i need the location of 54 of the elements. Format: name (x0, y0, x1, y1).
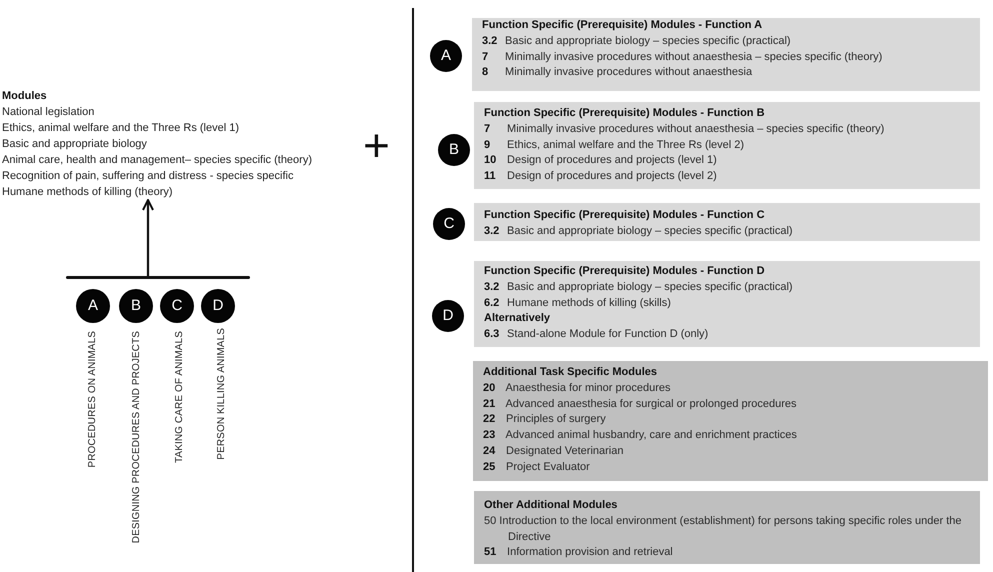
letter-badge: C (160, 289, 194, 323)
module-item: 7 Minimally invasive procedures without anaesthesia – species specific (theory) (482, 50, 884, 65)
panel-heading: Function Specific (Prerequisite) Modules - Function D (484, 264, 766, 279)
vertical-label: PERSON KILLING ANIMALS (216, 328, 227, 460)
module-item: 3.2 Basic and appropriate biology – species specific (practical) (484, 224, 794, 239)
module-panel (472, 18, 980, 91)
module-item: 21 Advanced anaesthesia for surgical or prolonged procedures (483, 396, 798, 412)
module-panel (474, 102, 980, 189)
letter-badge: A (430, 40, 462, 72)
module-item: 9 Ethics, animal welfare and the Three Rs (level 2) (484, 138, 746, 153)
subheading: Alternatively (484, 311, 552, 326)
module-item: 51 Information provision and retrieval (484, 545, 674, 560)
panel-heading: Other Additional Modules (484, 498, 618, 513)
module-panel (474, 491, 980, 564)
arrow (142, 199, 154, 276)
panel-heading: Function Specific (Prerequisite) Modules - Function A (482, 18, 764, 33)
module-item: 3.2 Basic and appropriate biology – species specific (practical) (484, 280, 794, 295)
module-panel (474, 261, 980, 347)
module-item: 50 Introduction to the local environment (establishment) for persons taking specific roles under the Directive (484, 514, 963, 545)
vertical-label: TAKING CARE OF ANIMALS (174, 331, 185, 464)
module-item: 10 Design of procedures and projects (level 1) (484, 153, 718, 168)
module-item: 8 Minimally invasive procedures without anaesthesia (482, 65, 754, 80)
module-panel (473, 361, 988, 481)
panel-heading: Function Specific (Prerequisite) Modules - Function B (484, 106, 766, 121)
letter-badge: B (438, 134, 470, 166)
module-item: Basic and appropriate biology (2, 137, 148, 152)
module-item: Humane methods of killing (theory) (2, 185, 174, 200)
plus-sign: + (363, 122, 390, 168)
module-item: 25 Project Evaluator (483, 460, 591, 475)
module-item: 6.3 Stand-alone Module for Function D (only) (484, 327, 710, 342)
vertical-label: DESIGNING PROCEDURES AND PROJECTS (131, 331, 142, 544)
module-panel (474, 203, 980, 241)
panel-heading: Additional Task Specific Modules (483, 365, 658, 380)
letter-badge: B (119, 289, 153, 323)
module-item: 24 Designated Veterinarian (483, 444, 624, 459)
module-item: 3.2 Basic and appropriate biology – species specific (practical) (482, 34, 792, 49)
letter-badge: A (76, 289, 110, 323)
module-item: 6.2 Humane methods of killing (skills) (484, 296, 672, 311)
panel-heading: Function Specific (Prerequisite) Modules - Function C (484, 208, 766, 223)
list-heading: Modules (2, 89, 48, 104)
module-item: Animal care, health and management– species specific (theory) (2, 153, 312, 168)
module-item: Ethics, animal welfare and the Three Rs (level 1) (2, 121, 240, 136)
horizontal-bar (66, 276, 250, 279)
module-item: 7 Minimally invasive procedures without anaesthesia – species specific (theory) (484, 122, 886, 137)
module-item: National legislation (2, 105, 96, 120)
vertical-label: PROCEDURES ON ANIMALS (87, 331, 98, 468)
module-item: 22 Principles of surgery (483, 412, 607, 428)
letter-badge: D (201, 289, 235, 323)
module-item: 23 Advanced animal husbandry, care and enrichment practices (483, 428, 798, 444)
module-item: Recognition of pain, suffering and distress - species specific (2, 169, 294, 184)
letter-badge: D (432, 300, 464, 332)
module-item: 20 Anaesthesia for minor procedures (483, 380, 672, 396)
letter-badge: C (433, 208, 465, 240)
module-item: 11 Design of procedures and projects (level 2) (484, 169, 718, 184)
